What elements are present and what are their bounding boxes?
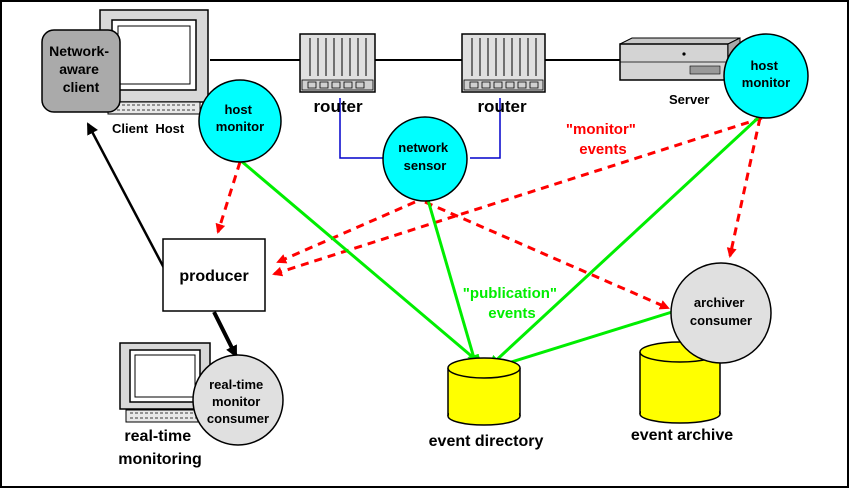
event-archive-label: event archive [631,427,733,444]
network-sensor-label: network sensor [398,140,451,173]
sensor-link-left [339,98,385,159]
client-host-label: Client Host [112,121,185,136]
monitor-arrow-sensor-to-archiver [424,200,670,310]
event-directory-label: event directory [429,433,544,450]
router-left-label: router [313,97,363,116]
host-monitor-right-node: host monitor [723,33,809,119]
server-label: Server [669,92,709,107]
publication-arrow-host [239,158,484,367]
monitor-events-annotation: "monitor" events [566,121,640,158]
realtime-consumer-node: real-time monitor consumer [192,354,284,446]
monitor-arrow-host-to-producer [215,161,242,234]
host-monitor-left-label: host monitor [216,102,264,134]
publication-arrow-server [488,116,760,368]
sensor-link-right [470,98,501,159]
realtime-consumer-label: real-time monitor consumer [207,377,269,426]
monitor-arrow-sensor-to-producer [276,200,416,264]
router-right-label: router [477,97,527,116]
publication-arrow-sensor [426,199,479,367]
producer-to-client-arrow [86,122,166,269]
server-icon [619,37,741,81]
producer-to-realtime-arrow [212,311,238,358]
router-left-icon [299,33,376,93]
host-monitor-right-label: host monitor [742,58,790,90]
network-aware-client-label: Network- aware client [49,43,113,95]
publication-arrow-archiver [490,310,673,371]
realtime-monitoring-label: real-time monitoring [118,428,202,468]
archiver-consumer-label: archiver consumer [690,295,752,328]
producer-node: producer [162,238,266,312]
network-sensor-node: network sensor [382,116,468,202]
publication-events-annotation: "publication" events [463,285,561,322]
event-directory-db-icon [447,357,521,426]
monitor-arrow-server-to-producer [272,116,763,277]
network-aware-client-box: Network- aware client [41,29,121,113]
host-monitor-left-node: host monitor [198,79,282,163]
monitor-arrow-server-to-archiver [726,117,762,258]
producer-label: producer [179,268,248,285]
archiver-consumer-node: archiver consumer [670,262,772,364]
router-right-icon [461,33,546,93]
